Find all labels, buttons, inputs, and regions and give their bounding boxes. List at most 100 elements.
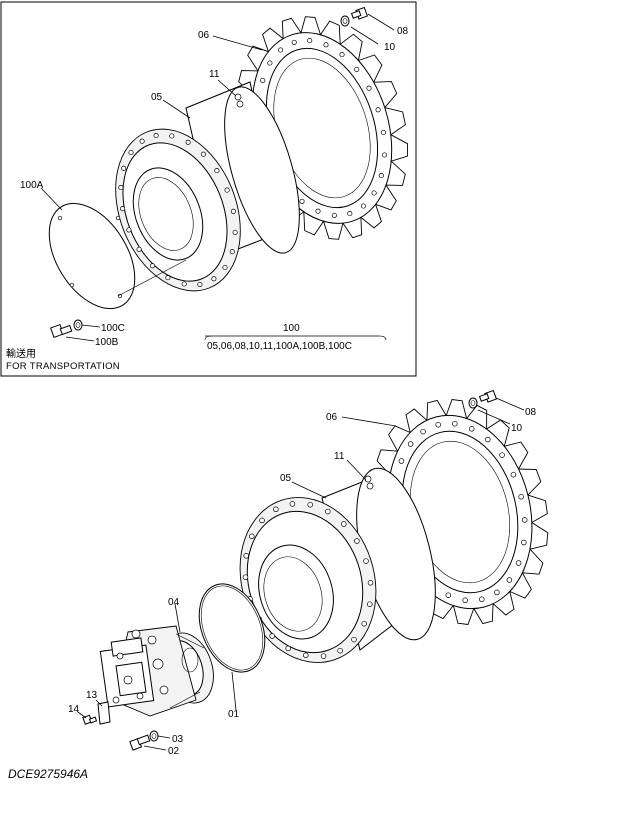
- bolt-hole: [485, 436, 491, 443]
- bolt-hole: [367, 580, 374, 586]
- bolt-hole: [118, 185, 124, 191]
- bolt-hole: [354, 538, 360, 544]
- bolt-hole: [407, 441, 414, 447]
- drawing-code: DCE9275946A: [8, 767, 88, 781]
- main-travel-motor: [99, 625, 214, 717]
- bolt-hole: [291, 39, 297, 45]
- main-label-02: 02: [168, 746, 180, 757]
- main-bolt-14: [82, 714, 98, 725]
- inset-cover: [48, 202, 187, 310]
- inset-label-100b: 100B: [95, 337, 119, 348]
- bolt-hole: [366, 85, 372, 91]
- bolt-hole: [126, 227, 132, 233]
- bolt-hole: [303, 652, 309, 659]
- bolt-hole: [149, 263, 156, 269]
- inset-label-100c: 100C: [101, 323, 125, 334]
- main-plate: [97, 701, 111, 725]
- bolt-hole: [494, 589, 500, 596]
- bolt-hole: [462, 597, 468, 604]
- bolt-hole: [375, 107, 381, 113]
- bolt-hole: [360, 203, 366, 209]
- inset-frame: [0, 1, 417, 377]
- inset-drum: [115, 81, 300, 292]
- bolt-hole: [347, 211, 353, 217]
- bolt-hole: [499, 452, 505, 458]
- bolt-hole: [249, 533, 255, 540]
- main-bolt-08: [468, 389, 498, 409]
- bolt-hole: [285, 645, 291, 652]
- bolt-hole: [506, 577, 513, 583]
- bolt-hole: [479, 596, 485, 603]
- bolt-hole: [222, 264, 228, 271]
- inset-label-06: 06: [198, 30, 210, 41]
- bolt-hole: [367, 601, 373, 607]
- bolt-hole: [315, 208, 321, 214]
- bolt-hole: [136, 246, 142, 252]
- bolt-hole: [341, 521, 347, 527]
- main-leaders: [77, 397, 525, 751]
- bolt-hole: [361, 620, 367, 627]
- inset-label-08: 08: [397, 26, 409, 37]
- bolt-hole: [267, 60, 273, 66]
- main-label-05: 05: [280, 473, 292, 484]
- bolt-hole: [339, 52, 345, 58]
- bolt-hole: [354, 66, 360, 72]
- bolt-hole: [420, 428, 426, 435]
- bolt-hole: [214, 168, 220, 174]
- bolt-hole: [307, 38, 313, 44]
- inset-label-11: 11: [209, 69, 220, 80]
- bolt-hole: [371, 190, 377, 196]
- bolt-hole: [452, 420, 458, 427]
- bolt-hole: [363, 558, 369, 564]
- main-label-03: 03: [172, 734, 184, 745]
- bolt-hole: [323, 42, 329, 48]
- bolt-hole: [120, 206, 126, 212]
- bolt-hole: [381, 152, 388, 158]
- bolt-hole: [378, 173, 384, 179]
- bolt-hole: [273, 506, 279, 513]
- bolt-hole: [128, 149, 134, 156]
- bolt-hole: [398, 458, 405, 464]
- bolt-hole: [521, 517, 528, 523]
- bolt-hole: [278, 47, 284, 53]
- bolt-hole: [200, 151, 207, 157]
- main-label-06: 06: [326, 412, 338, 423]
- bolt-hole: [139, 138, 145, 144]
- assembly-bracket: [204, 335, 387, 341]
- bolt-hole: [232, 229, 238, 235]
- main-bolt-02: [129, 730, 159, 751]
- bolt-hole: [289, 501, 296, 507]
- bolt-hole: [331, 212, 337, 218]
- assembly-number: 100: [283, 323, 300, 334]
- bolt-hole: [181, 281, 187, 287]
- bolt-hole: [230, 208, 236, 214]
- inset-label-10: 10: [384, 42, 396, 53]
- main-label-08: 08: [525, 407, 537, 418]
- bolt-hole: [243, 553, 249, 559]
- main-label-10: 10: [511, 423, 523, 434]
- main-label-14: 14: [68, 704, 80, 715]
- inset-leaders: [40, 13, 395, 342]
- bolt-hole: [211, 276, 217, 282]
- assembly-includes: 05,06,08,10,11,100A,100B,100C: [207, 341, 352, 352]
- main-o-ring: [198, 583, 266, 673]
- bolt-hole: [325, 508, 331, 515]
- inset-bolt-08: [340, 6, 369, 27]
- main-label-11: 11: [334, 451, 345, 462]
- bolt-hole: [197, 281, 203, 287]
- main-label-13: 13: [86, 690, 98, 701]
- bolt-hole: [242, 574, 249, 580]
- bolt-hole: [515, 560, 522, 566]
- bolt-hole: [121, 165, 127, 171]
- main-label-04: 04: [168, 597, 180, 608]
- bolt-hole: [307, 501, 313, 508]
- bolt-hole: [380, 129, 386, 136]
- bolt-hole: [153, 133, 159, 139]
- bolt-hole: [518, 494, 524, 500]
- bolt-hole: [521, 539, 527, 546]
- bolt-hole: [259, 517, 265, 524]
- bolt-hole: [224, 187, 230, 193]
- inset-label-05: 05: [151, 92, 163, 103]
- bolt-hole: [351, 636, 357, 643]
